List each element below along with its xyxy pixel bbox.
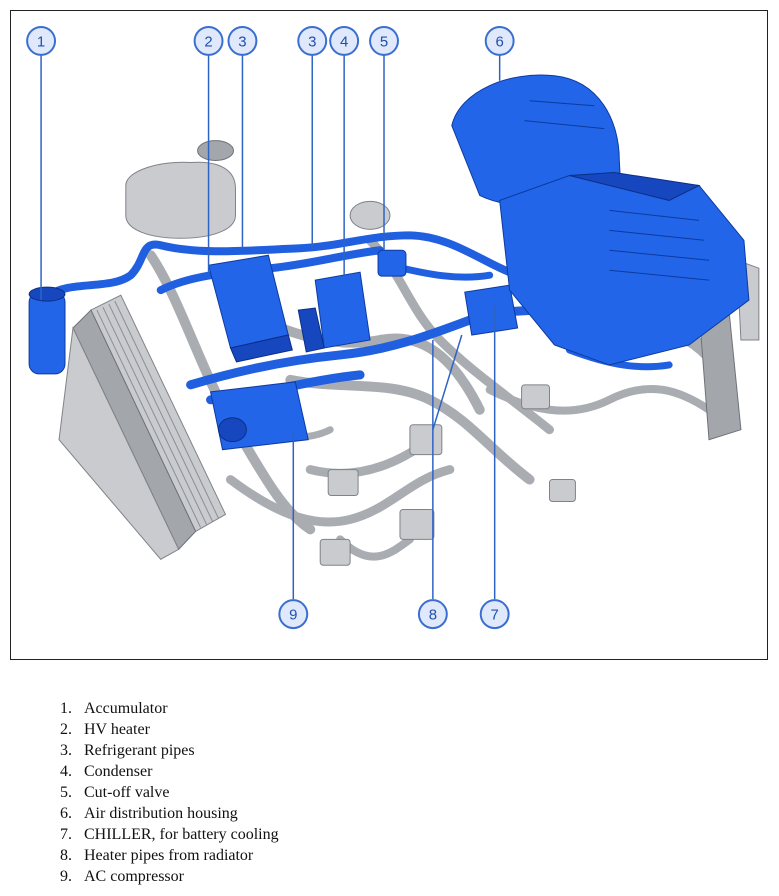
legend-item: 9.AC compressor [60, 868, 184, 885]
callout-6: 6 [484, 25, 515, 56]
legend-item: 2.HV heater [60, 721, 150, 738]
legend-label: AC compressor [84, 868, 184, 885]
svg-text:9: 9 [289, 607, 297, 624]
svg-text:4: 4 [340, 33, 348, 50]
callout-4: 4 [329, 25, 360, 56]
callout-9: 9 [278, 599, 309, 630]
callout-5: 5 [369, 25, 399, 56]
component-illustration: 1 2 3 3 4 5 6 9 8 7 [26, 25, 760, 630]
legend-item: 6.Air distribution housing [60, 805, 238, 822]
legend-label: Refrigerant pipes [84, 742, 195, 759]
svg-text:1: 1 [37, 33, 45, 50]
leader-lines [40, 54, 501, 600]
callout-1: 1 [26, 25, 57, 56]
diagram-figure: 1 2 3 3 4 5 6 9 8 7 [10, 10, 768, 660]
legend-item: 1.Accumulator [60, 700, 168, 717]
legend-item: 4.Condenser [60, 763, 153, 780]
legend-item: 3.Refrigerant pipes [60, 742, 195, 759]
legend-label: CHILLER, for battery cooling [84, 826, 279, 843]
legend-label: Accumulator [84, 700, 168, 717]
component-legend: 1.Accumulator 2.HV heater 3.Refrigerant … [38, 698, 279, 887]
legend-item: 5.Cut-off valve [60, 784, 170, 801]
callout-3a: 3 [227, 25, 258, 56]
legend-item: 7.CHILLER, for battery cooling [60, 826, 279, 843]
svg-text:8: 8 [429, 607, 437, 624]
legend-label: Air distribution housing [84, 805, 238, 822]
legend-label: Heater pipes from radiator [84, 847, 254, 864]
legend-item: 8.Heater pipes from radiator [60, 847, 254, 864]
legend-label: HV heater [84, 721, 150, 738]
callout-8: 8 [417, 599, 448, 630]
svg-text:3: 3 [308, 33, 316, 50]
legend-label: Condenser [84, 763, 153, 780]
callout-2: 2 [193, 25, 224, 56]
callout-3b: 3 [297, 25, 328, 56]
svg-text:6: 6 [496, 33, 504, 50]
callout-7: 7 [479, 599, 510, 630]
svg-text:3: 3 [238, 33, 246, 50]
svg-text:7: 7 [491, 607, 499, 624]
radiator [58, 294, 227, 560]
blue-components [28, 74, 750, 451]
svg-text:5: 5 [380, 33, 388, 50]
svg-text:2: 2 [204, 33, 212, 50]
legend-label: Cut-off valve [84, 784, 170, 801]
